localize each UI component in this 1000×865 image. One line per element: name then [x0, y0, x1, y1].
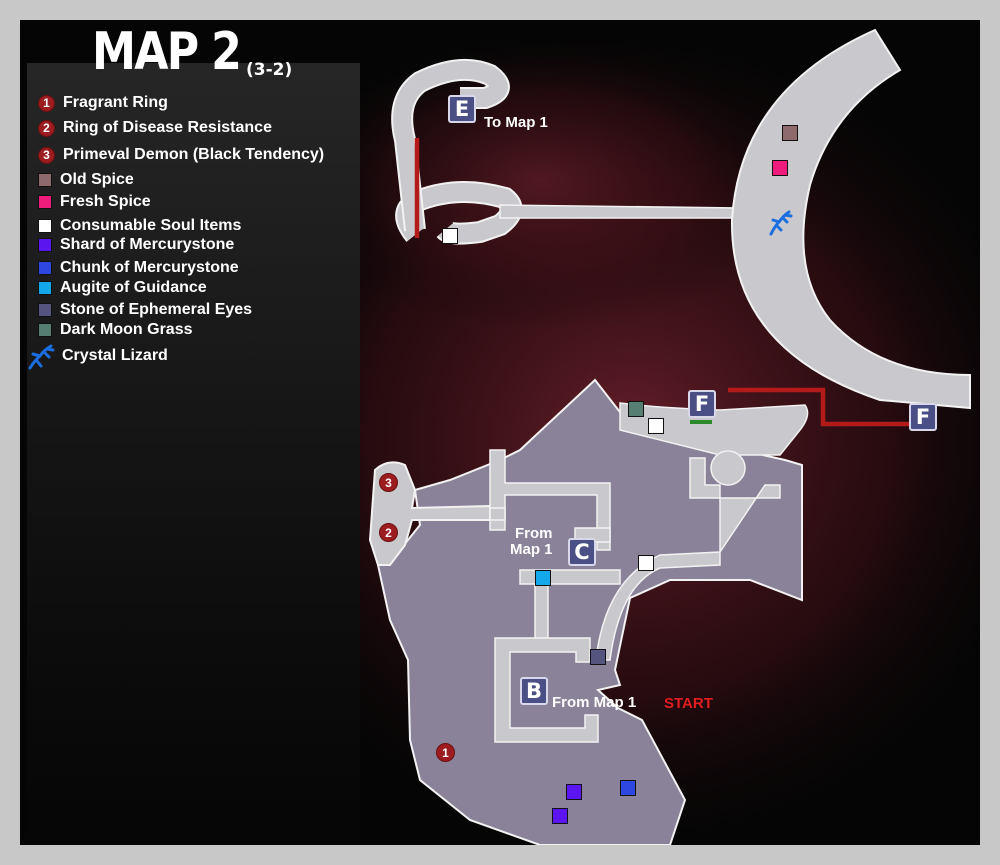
shard-mercurystone-item	[552, 808, 568, 824]
legend-item: Augite of Guidance	[38, 278, 207, 298]
legend-swatch	[38, 238, 52, 252]
alcove-area	[368, 461, 491, 566]
marker-f-right[interactable]: F	[909, 403, 937, 431]
legend-label: Primeval Demon (Black Tendency)	[63, 146, 325, 163]
marker-b-label: From Map 1	[552, 694, 637, 711]
map-frame: MAP 2 (3-2) 1 Fragrant Ring 2 Ring of Disea…	[20, 20, 980, 845]
marker-c-label: From Map 1	[510, 525, 553, 558]
crystal-lizard-icon	[28, 344, 55, 370]
corridors	[489, 402, 809, 743]
marker-e[interactable]: E	[448, 95, 476, 123]
legend-number-badge: 3	[38, 146, 55, 164]
bridge	[499, 204, 741, 219]
map-number-1: 1	[436, 743, 455, 762]
map-title: MAP 2	[92, 22, 242, 82]
legend-label: Crystal Lizard	[62, 347, 168, 364]
map-canvas	[190, 20, 980, 845]
legend-swatch	[38, 195, 52, 209]
dark-moon-grass-item	[628, 401, 644, 417]
legend-label: Chunk of Mercurystone	[60, 259, 239, 276]
legend-label: Augite of Guidance	[60, 279, 207, 296]
legend-item: Chunk of Mercurystone	[38, 258, 239, 278]
legend-panel	[27, 63, 360, 845]
map-subtitle: (3-2)	[246, 60, 293, 80]
legend-label: Fresh Spice	[60, 193, 151, 210]
legend-item: Shard of Mercurystone	[38, 235, 234, 255]
crystal-lizard-icon	[769, 210, 793, 236]
red-connectors	[414, 138, 910, 427]
legend-item: 2 Ring of Disease Resistance	[38, 118, 272, 138]
map-number-3: 3	[379, 473, 398, 492]
old-spice-item	[782, 125, 798, 141]
legend-swatch	[38, 219, 52, 233]
legend-item: 1 Fragrant Ring	[38, 93, 168, 113]
fresh-spice-item	[772, 160, 788, 176]
map-number-2: 2	[379, 523, 398, 542]
legend-label: Ring of Disease Resistance	[63, 119, 272, 136]
legend-label: Consumable Soul Items	[60, 217, 242, 234]
legend-number-badge: 1	[38, 94, 55, 112]
ephemeral-eyes-item	[590, 649, 606, 665]
marker-f-upper[interactable]: F	[688, 390, 716, 418]
legend-swatch	[38, 303, 52, 317]
legend-label: Old Spice	[60, 171, 134, 188]
legend-label: Dark Moon Grass	[60, 321, 193, 338]
chunk-mercurystone-item	[620, 780, 636, 796]
legend-item: Consumable Soul Items	[38, 216, 241, 236]
soul-item	[648, 418, 664, 434]
legend-swatch	[38, 281, 52, 295]
soul-item	[638, 555, 654, 571]
legend-swatch	[38, 323, 52, 337]
soul-item	[442, 228, 458, 244]
marker-c[interactable]: C	[568, 538, 596, 566]
start-label: START	[664, 695, 713, 712]
legend-item: Crystal Lizard	[26, 344, 168, 370]
legend-label: Shard of Mercurystone	[60, 236, 235, 253]
legend-swatch	[38, 173, 52, 187]
legend-item: Fresh Spice	[38, 192, 151, 212]
shard-mercurystone-item	[566, 784, 582, 800]
legend-item: Old Spice	[38, 170, 134, 190]
legend-item: Stone of Ephemeral Eyes	[38, 300, 252, 320]
arc-walkway	[730, 28, 971, 410]
legend-swatch	[38, 261, 52, 275]
legend-item: Dark Moon Grass	[38, 320, 192, 340]
augite-item	[535, 570, 551, 586]
legend-item: 3 Primeval Demon (Black Tendency)	[38, 145, 324, 165]
marker-b[interactable]: B	[520, 677, 548, 705]
legend-number-badge: 2	[38, 119, 55, 137]
legend-label: Stone of Ephemeral Eyes	[60, 301, 253, 318]
marker-e-label: To Map 1	[484, 114, 548, 131]
legend-label: Fragrant Ring	[63, 94, 168, 111]
